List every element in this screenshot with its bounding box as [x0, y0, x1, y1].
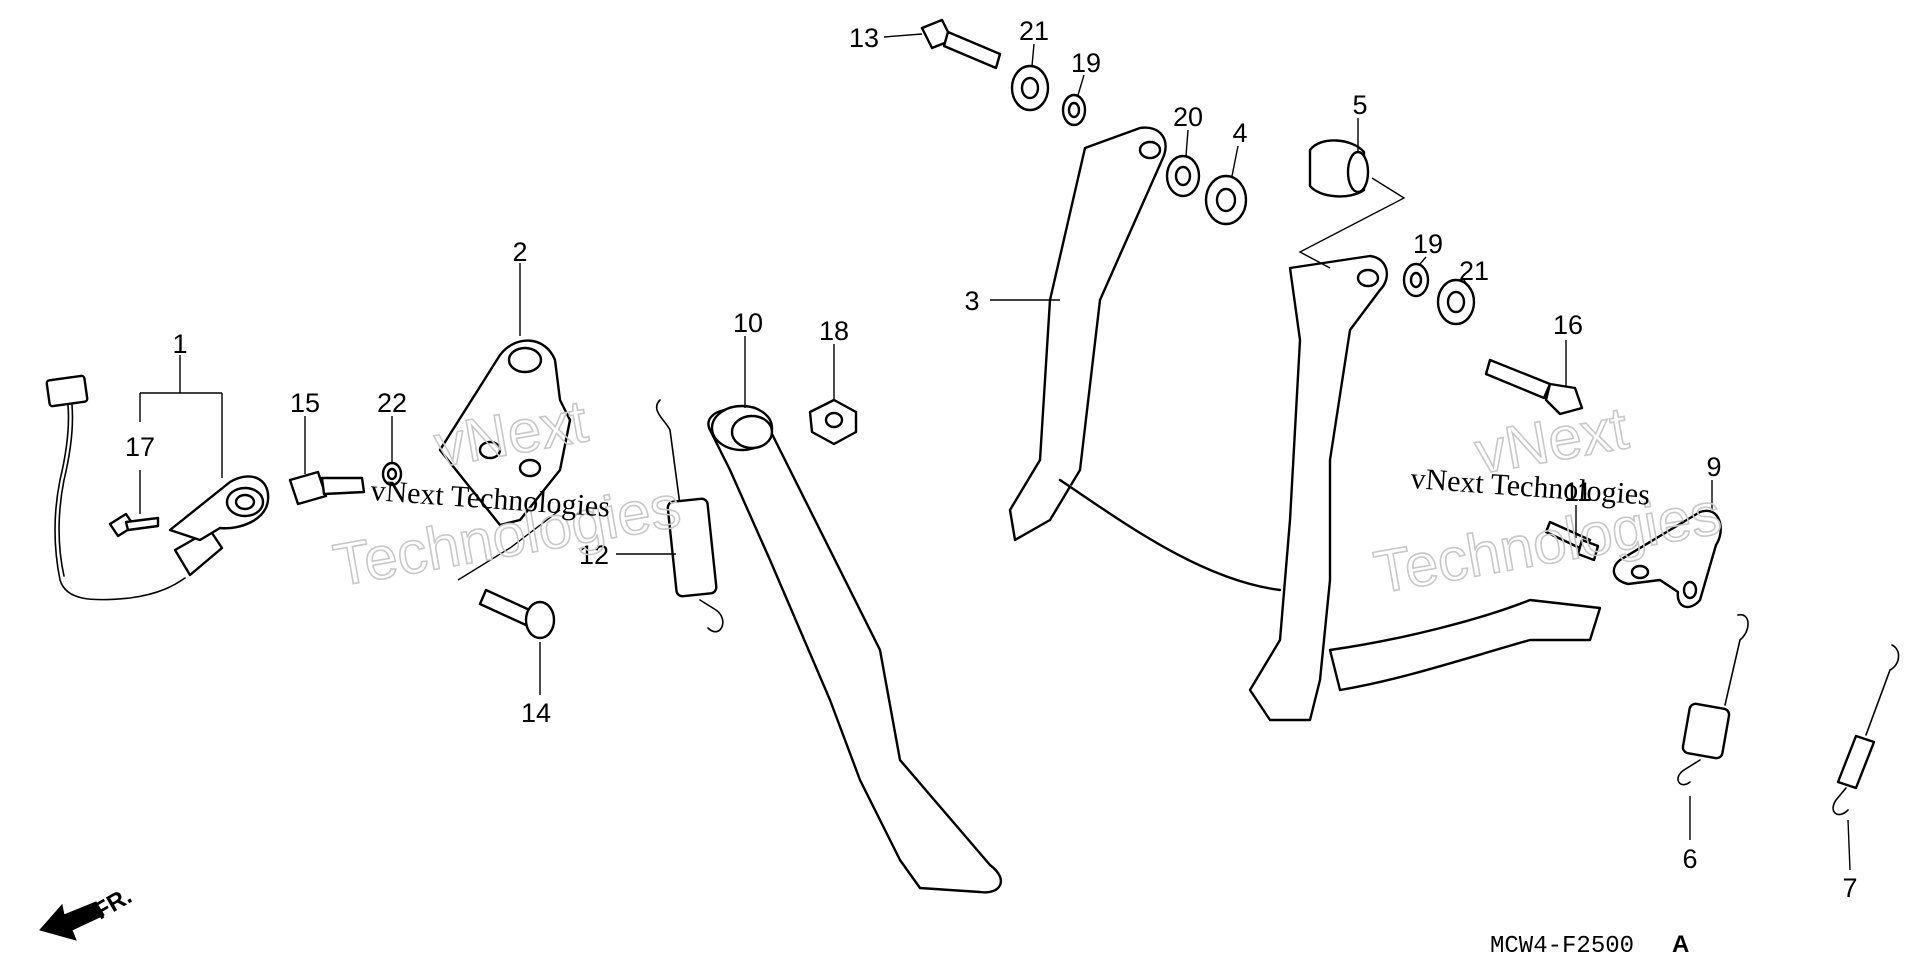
collar-4	[1204, 174, 1248, 226]
diagram-code-suffix: A	[1672, 931, 1689, 958]
callout-10: 10	[733, 308, 763, 338]
diagram-code: MCW4-F2500 A	[1490, 931, 1689, 959]
watermark-left-line1: vNext	[429, 387, 592, 480]
washer-22	[381, 461, 403, 487]
callout-17: 17	[125, 432, 155, 462]
side-stand-10	[707, 404, 1003, 894]
callout-16: 16	[1553, 310, 1583, 340]
nut-18	[808, 398, 858, 446]
washer-21-right	[1436, 278, 1476, 326]
spring-7	[1832, 644, 1900, 816]
diagram-code-text: MCW4-F2500	[1490, 933, 1634, 959]
main-stand-3	[1008, 126, 1602, 722]
washer-19-top	[1061, 93, 1087, 127]
callout-1: 1	[172, 329, 187, 359]
spring-12	[655, 399, 724, 633]
bolt-17	[108, 512, 160, 538]
spring-plate-9	[1612, 509, 1722, 609]
callout-6: 6	[1682, 844, 1697, 874]
callout-2: 2	[512, 237, 527, 267]
callout-12: 12	[579, 540, 609, 570]
bracket-2	[438, 339, 572, 527]
washer-21-top	[1010, 64, 1050, 112]
watermark-text-right: vNext Technologies	[1410, 462, 1652, 512]
callout-13: 13	[849, 23, 879, 53]
spring-6	[1677, 614, 1749, 786]
callout-3: 3	[964, 286, 979, 316]
bushing-5	[1308, 139, 1370, 198]
flange-bolt-15	[288, 470, 366, 506]
callout-9: 9	[1706, 452, 1721, 482]
washer-20	[1165, 154, 1201, 198]
callout-21-top: 21	[1019, 16, 1049, 46]
callout-4: 4	[1232, 118, 1247, 148]
callout-19-top: 19	[1071, 48, 1101, 78]
leader-lines	[139, 33, 1851, 871]
callout-11: 11	[1564, 477, 1592, 507]
socket-bolt-14	[478, 588, 556, 640]
callout-21-right: 21	[1459, 256, 1489, 286]
callout-19-right: 19	[1413, 229, 1443, 259]
callout-14: 14	[521, 698, 551, 728]
callout-7: 7	[1842, 873, 1857, 903]
bolt-13	[920, 18, 1002, 70]
callout-18: 18	[819, 316, 849, 346]
flange-bolt-16	[1484, 358, 1584, 416]
washer-19-right	[1402, 262, 1430, 298]
callout-15: 15	[290, 388, 320, 418]
callout-labels: 1 2 3 4 5 6 7 9 10 11 12 13 14 15 16 17 …	[125, 16, 1858, 903]
callout-20: 20	[1173, 102, 1203, 132]
side-stand-switch	[45, 374, 270, 601]
callout-22: 22	[377, 388, 407, 418]
callout-5: 5	[1352, 90, 1367, 120]
front-direction-marker: FR.	[39, 882, 136, 941]
